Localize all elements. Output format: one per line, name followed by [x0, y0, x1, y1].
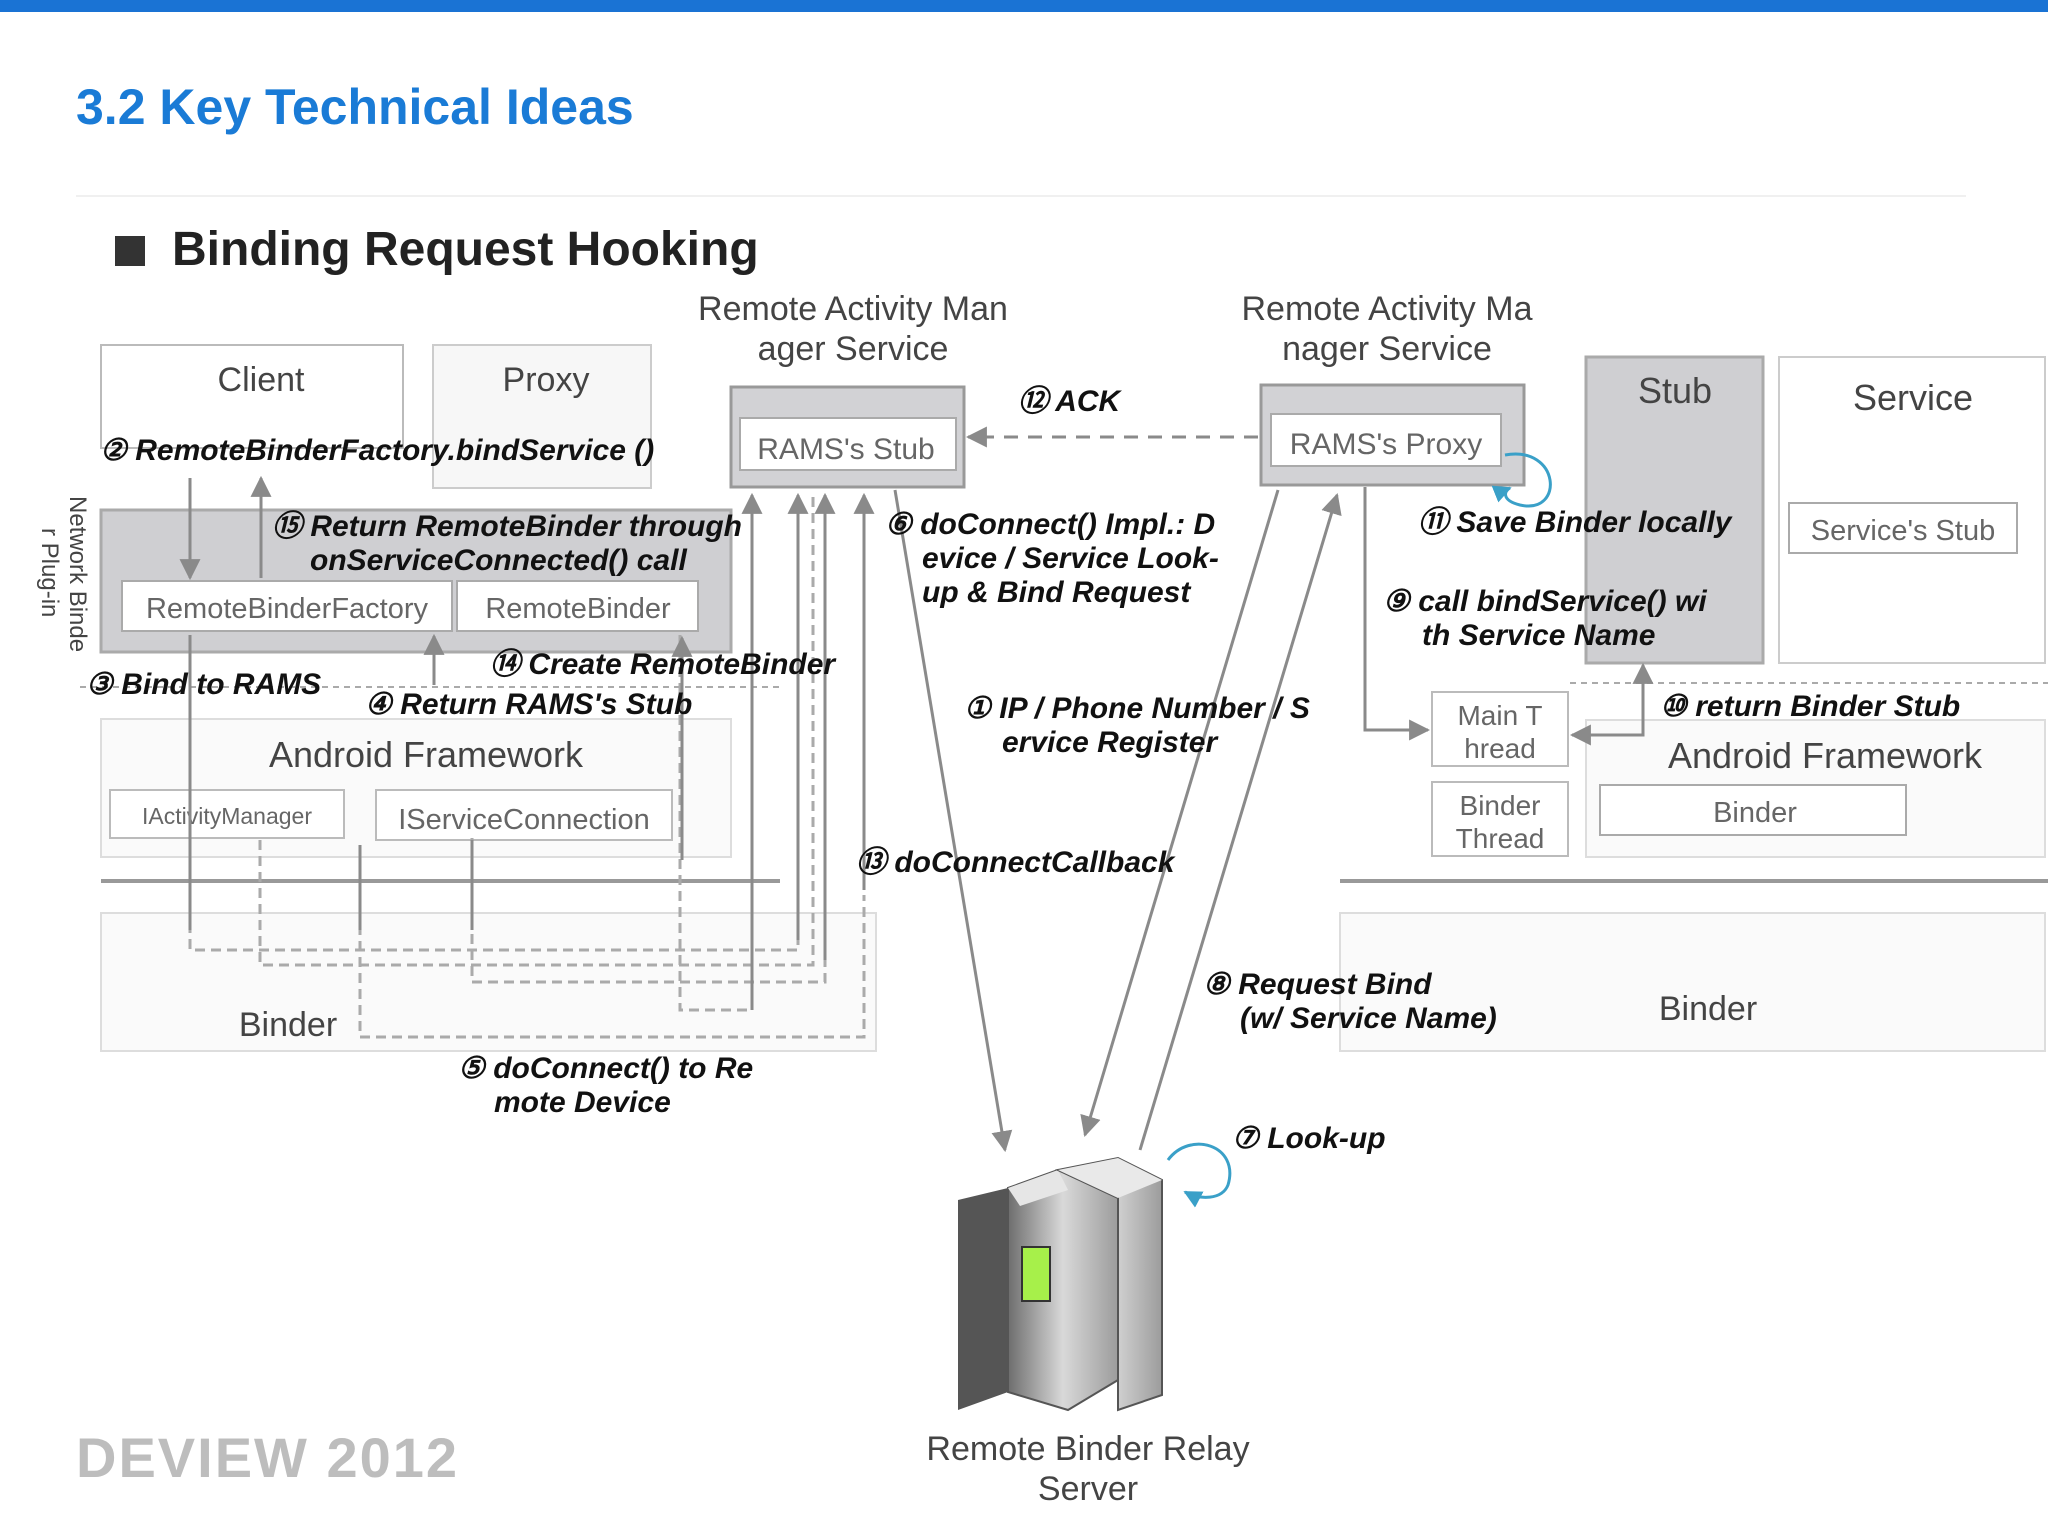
- main-thread-line2: hread: [1464, 733, 1536, 764]
- slide-subtitle: Binding Request Hooking: [172, 223, 759, 276]
- service-stub-label: Service's Stub: [1811, 515, 1995, 547]
- fw-binder-box: [1599, 784, 1907, 836]
- fw-binder-label: Binder: [1713, 797, 1797, 829]
- right-device: Remote Activity Ma nager Service RAMS's …: [1242, 290, 2048, 1052]
- iactivitymanager-box: [109, 789, 345, 839]
- rams-proxy-label: RAMS's Proxy: [1290, 428, 1482, 461]
- step-2-label: ② RemoteBinderFactory.bindService (): [100, 434, 654, 467]
- plugin-label-line2: r Plug-in: [36, 528, 63, 617]
- right-rams-title-line2: nager Service: [1282, 330, 1492, 368]
- iserviceconnection-box: [375, 789, 673, 841]
- right-binder-label: Binder: [1659, 990, 1757, 1028]
- remote-binder-factory-box: [121, 580, 453, 632]
- server-label-line1: Remote Binder Relay: [926, 1430, 1249, 1468]
- client-box: [100, 344, 404, 449]
- step-8-label-line2: (w/ Service Name): [1240, 1002, 1497, 1035]
- title-divider: [76, 195, 1966, 197]
- left-arrows: [179, 475, 875, 1010]
- step-6-label-line1: ⑥ doConnect() Impl.: D: [885, 508, 1215, 541]
- step-14-label: ⑭ Create RemoteBinder: [490, 648, 837, 681]
- step-5-label-line2: mote Device: [494, 1086, 671, 1119]
- top-accent-bar: [0, 0, 2048, 12]
- step-5-label-line1: ⑤ doConnect() to Re: [458, 1052, 753, 1085]
- stub-label: Stub: [1638, 370, 1712, 411]
- left-android-framework-label: Android Framework: [269, 734, 584, 775]
- step-4-label: ④ Return RAMS's Stub: [365, 688, 692, 721]
- proxy-label: Proxy: [503, 361, 590, 399]
- step-7-label: ⑦ Look-up: [1232, 1122, 1386, 1155]
- service-stub-box: [1788, 502, 2018, 554]
- right-rams-title-line1: Remote Activity Ma: [1242, 290, 1533, 328]
- right-binder-box: [1339, 912, 2046, 1052]
- binder-thread-line2: Thread: [1456, 823, 1545, 854]
- step-6-label-line3: up & Bind Request: [922, 576, 1192, 609]
- remote-binder-box: [456, 580, 699, 632]
- left-rams-title-line2: ager Service: [758, 330, 949, 368]
- rams-stub-label: RAMS's Stub: [757, 433, 934, 466]
- rams-proxy-box: [1270, 413, 1502, 467]
- step-11-label: ⑪ Save Binder locally: [1418, 506, 1733, 539]
- server-arrows: [893, 489, 1342, 1153]
- binder-thread-box: [1431, 781, 1569, 857]
- step-6-label-line2: evice / Service Look-: [922, 542, 1219, 575]
- remote-binder-label: RemoteBinder: [485, 593, 671, 625]
- save-binder-loop-icon: [1491, 452, 1552, 508]
- right-arrows: [1363, 487, 1654, 746]
- bullet-square-icon: [115, 236, 145, 266]
- binder-thread-line1: Binder: [1460, 790, 1541, 821]
- step-15-label-line1: ⑮ Return RemoteBinder through: [272, 510, 742, 543]
- remote-binder-factory-label: RemoteBinderFactory: [146, 593, 429, 625]
- step-15-label-line2: onServiceConnected() call: [310, 544, 687, 577]
- right-android-framework-label: Android Framework: [1668, 735, 1983, 776]
- step-8-label-line1: ⑧ Request Bind: [1203, 968, 1432, 1001]
- client-label: Client: [218, 361, 305, 399]
- step-9-label-line2: th Service Name: [1422, 619, 1655, 652]
- step-10-label: ⑩ return Binder Stub: [1660, 690, 1960, 723]
- step-3-label: ③ Bind to RAMS: [86, 668, 321, 701]
- service-label: Service: [1853, 377, 1973, 418]
- stub-box: [1584, 355, 1765, 665]
- main-thread-box: [1431, 691, 1569, 767]
- main-thread-line1: Main T: [1457, 700, 1542, 731]
- left-device: Remote Activity Man ager Service Client …: [36, 290, 1008, 1052]
- plugin-label-line1: Network Binde: [64, 496, 91, 652]
- left-rams-title-line1: Remote Activity Man: [698, 290, 1008, 328]
- server-label-line2: Server: [1038, 1470, 1138, 1508]
- iserviceconnection-label: IServiceConnection: [398, 804, 649, 836]
- step-13-label: ⑬ doConnectCallback: [856, 846, 1176, 879]
- left-binder-label: Binder: [239, 1006, 337, 1044]
- step-12-label: ⑫ ACK: [1018, 385, 1123, 418]
- deview-logo: DEVIEW 2012: [76, 1426, 460, 1489]
- step-9-label-line1: ⑨ call bindService() wi: [1383, 585, 1707, 618]
- rams-stub-box: [739, 417, 957, 471]
- step-1-label-line1: ① IP / Phone Number / S: [964, 692, 1310, 725]
- step-1-label-line2: ervice Register: [1002, 726, 1219, 759]
- iactivitymanager-label: IActivityManager: [142, 803, 312, 829]
- proxy-box: [432, 344, 652, 489]
- relay-server-icon: [958, 1156, 1163, 1412]
- section-title: 3.2 Key Technical Ideas: [76, 79, 634, 135]
- lookup-loop-icon: [1166, 1142, 1232, 1208]
